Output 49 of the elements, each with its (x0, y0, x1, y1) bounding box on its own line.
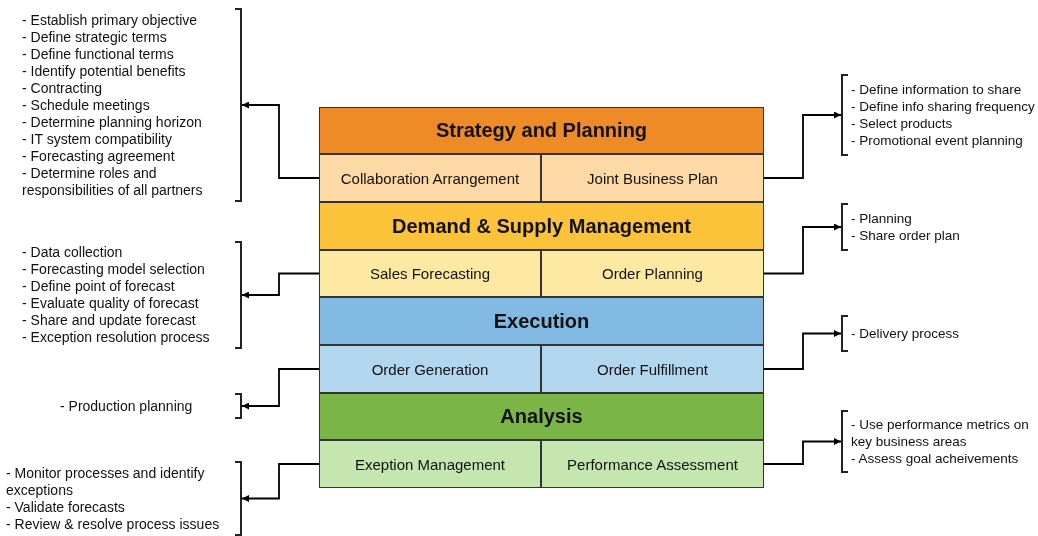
arrow (241, 463, 320, 502)
list-item: - Evaluate quality of forecast (22, 295, 200, 312)
list-item: - Contracting (22, 79, 104, 97)
list-item: - IT system compatibility (22, 130, 173, 148)
list-item: - Establish primary objective (22, 11, 199, 29)
list-item: - Define information to share (851, 81, 1023, 98)
list-item: - Exception resolution process (22, 329, 211, 346)
activity-cell: Order Planning (541, 250, 764, 297)
list-item: - Monitor processes and identify exceptions (6, 464, 206, 499)
list-item: - Forecasting agreement (22, 147, 176, 165)
list-item: - Data collection (22, 244, 124, 261)
activity-cell: Order Generation (319, 345, 541, 393)
arrow (241, 101, 320, 179)
list-item: - Planning (851, 210, 913, 227)
list-item: - Schedule meetings (22, 96, 151, 114)
arrow (763, 111, 842, 179)
section-header: Analysis (319, 393, 764, 440)
arrow (763, 330, 842, 370)
list-item: - Share and update forecast (22, 312, 197, 329)
activity-cell: Performance Assessment (541, 440, 764, 488)
list-item: - Review & resolve process issues (6, 515, 221, 533)
list-item: - Assess goal acheivements (851, 450, 1020, 467)
arrow (241, 272, 320, 299)
list-item: - Define point of forecast (22, 278, 176, 295)
list-item: - Identify potential benefits (22, 62, 187, 80)
list-item: - Use performance metrics on key business areas (851, 416, 1030, 450)
list-item: - Production planning (60, 397, 194, 415)
list-item: - Select products (851, 115, 954, 132)
activity-cell: Joint Business Plan (541, 154, 764, 202)
list-item: - Define functional terms (22, 45, 175, 63)
list-item: - Share order plan (851, 227, 961, 244)
activity-cell: Exeption Management (319, 440, 541, 488)
activity-cell: Collaboration Arrangement (319, 154, 541, 202)
arrow (763, 223, 842, 275)
activity-cell: Sales Forecasting (319, 250, 541, 297)
arrow (763, 438, 842, 465)
activity-cell: Order Fulfillment (541, 345, 764, 393)
section-header: Execution (319, 297, 764, 345)
list-item: - Forecasting model selection (22, 261, 206, 278)
list-item: - Define info sharing frequency (851, 98, 1036, 115)
list-item: - Determine roles and responsibilities of all partners (22, 164, 204, 199)
list-item: - Define strategic terms (22, 28, 168, 46)
section-header: Demand & Supply Management (319, 202, 764, 250)
list-item: - Delivery process (851, 325, 961, 342)
list-item: - Validate forecasts (6, 498, 126, 516)
arrow (241, 368, 320, 410)
section-header: Strategy and Planning (319, 107, 764, 154)
list-item: - Promotional event planning (851, 132, 1024, 149)
list-item: - Determine planning horizon (22, 113, 203, 131)
